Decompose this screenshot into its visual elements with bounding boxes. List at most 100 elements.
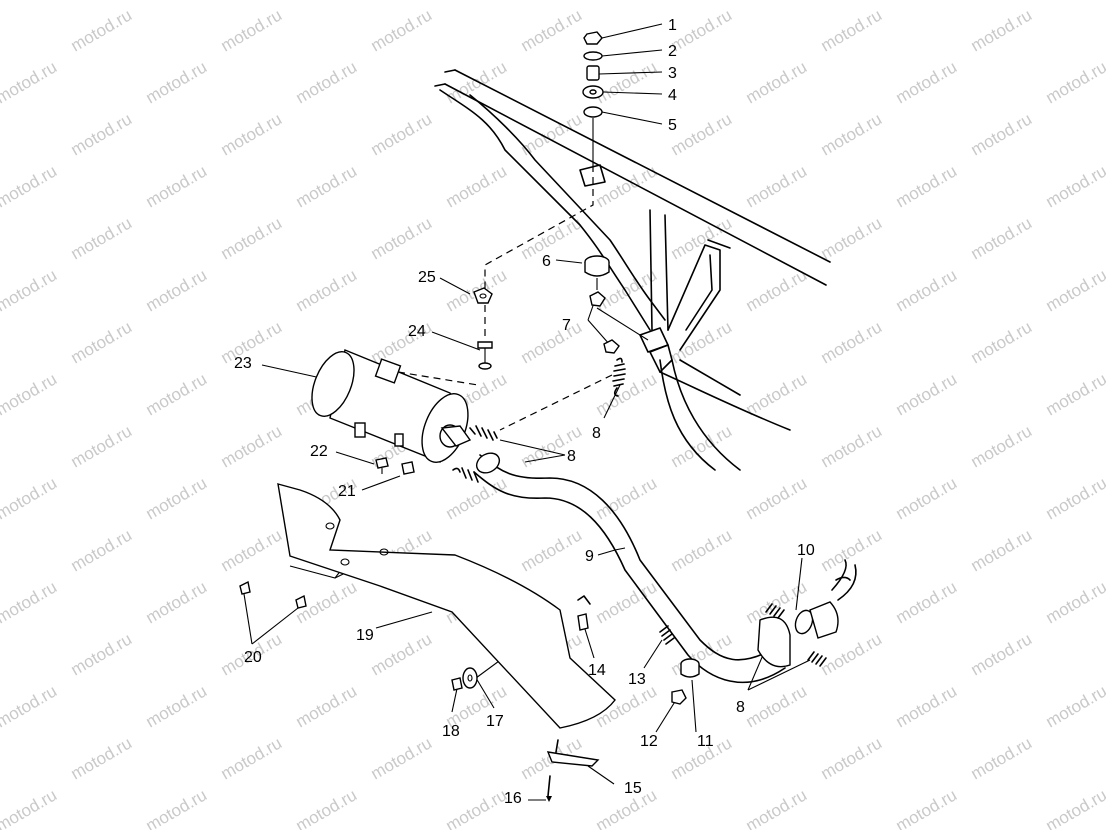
- watermark-text: motod.ru: [218, 109, 286, 159]
- callout-17: 17: [486, 713, 504, 730]
- watermark-text: motod.ru: [743, 57, 811, 107]
- watermark-text: motod.ru: [968, 5, 1036, 55]
- nut-12: [671, 689, 687, 705]
- callout-5: 5: [668, 117, 677, 134]
- watermark-text: motod.ru: [893, 0, 961, 3]
- watermark-text: motod.ru: [218, 421, 286, 471]
- nut-25: [473, 287, 493, 304]
- watermark-text: motod.ru: [968, 317, 1036, 367]
- spring-8-upper: [612, 357, 626, 397]
- callout-25: 25: [418, 269, 436, 286]
- watermark-text: motod.ru: [68, 629, 136, 679]
- watermark-text: motod.ru: [518, 5, 586, 55]
- callout-3: 3: [668, 65, 677, 82]
- watermark-text: motod.ru: [668, 109, 736, 159]
- watermark-text: motod.ru: [743, 265, 811, 315]
- callout-6: 6: [542, 253, 551, 270]
- callout-labels: 1 2 3 4 5 6 7 8 8 8 9 10 11 12 13 14 15 …: [234, 17, 815, 807]
- callout-1: 1: [668, 17, 677, 34]
- watermark-text: motod.ru: [818, 421, 886, 471]
- watermark-text: motod.ru: [0, 785, 60, 830]
- watermark-text: motod.ru: [68, 525, 136, 575]
- watermark-text: motod.ru: [293, 681, 361, 731]
- mount-hardware-stack: [582, 31, 604, 165]
- callout-15: 15: [624, 780, 642, 797]
- watermark-text: motod.ru: [0, 681, 60, 731]
- callout-22: 22: [310, 443, 328, 460]
- heat-shield-19: [277, 483, 616, 729]
- watermark-text: motod.ru: [293, 57, 361, 107]
- watermark-text: motod.ru: [143, 577, 211, 627]
- callout-13: 13: [628, 671, 646, 688]
- watermark-text: motod.ru: [668, 629, 736, 679]
- watermark-text: motod.ru: [143, 785, 211, 830]
- clip-14: [577, 595, 591, 631]
- callout-8-lower: 8: [736, 699, 745, 716]
- watermark-text: motod.ru: [893, 785, 961, 830]
- watermark-text: motod.ru: [218, 5, 286, 55]
- nut-7: [589, 291, 620, 354]
- callout-4: 4: [668, 87, 677, 104]
- callout-2: 2: [668, 43, 677, 60]
- washer-17: [462, 667, 478, 689]
- watermark-text: motod.ru: [818, 5, 886, 55]
- watermark-text: motod.ru: [143, 473, 211, 523]
- watermark-text: motod.ru: [143, 57, 211, 107]
- watermark-text: motod.ru: [668, 5, 736, 55]
- watermark-text: motod.ru: [1043, 785, 1106, 830]
- watermark-text: motod.ru: [743, 0, 811, 3]
- callout-8-muffler: 8: [567, 448, 576, 465]
- watermark-text: motod.ru: [893, 265, 961, 315]
- watermark-text: motod.ru: [743, 161, 811, 211]
- watermark-text: motod.ru: [968, 109, 1036, 159]
- watermark-text: motod.ru: [368, 629, 436, 679]
- watermark-text: motod.ru: [518, 317, 586, 367]
- watermark-text: motod.ru: [893, 577, 961, 627]
- watermark-text: motod.ru: [668, 213, 736, 263]
- watermark-text: motod.ru: [818, 733, 886, 783]
- watermark-text: motod.ru: [0, 473, 60, 523]
- watermark-text: motod.ru: [743, 681, 811, 731]
- watermark-text: motod.ru: [593, 369, 661, 419]
- bolt-24: [477, 341, 493, 370]
- watermark-text: motod.ru: [443, 0, 511, 3]
- watermark-text: motod.ru: [893, 57, 961, 107]
- callout-12: 12: [640, 733, 658, 750]
- watermark-text: motod.ru: [68, 317, 136, 367]
- watermark-text: motod.ru: [143, 265, 211, 315]
- watermark-text: motod.ru: [68, 109, 136, 159]
- callout-8-upper: 8: [592, 425, 601, 442]
- watermark-text: motod.ru: [143, 369, 211, 419]
- callout-19: 19: [356, 627, 374, 644]
- watermark-text: motod.ru: [1043, 369, 1106, 419]
- watermark-text: motod.ru: [1043, 57, 1106, 107]
- spring-13: [659, 625, 675, 645]
- screw-20: [239, 580, 307, 609]
- watermark-text: motod.ru: [743, 473, 811, 523]
- spring-8-muffler: [452, 425, 498, 483]
- watermark-text: motod.ru: [818, 629, 886, 679]
- watermark-text: motod.ru: [0, 577, 60, 627]
- watermark-text: motod.ru: [0, 161, 60, 211]
- rubber-mount-6: [584, 255, 610, 290]
- callout-21: 21: [338, 483, 356, 500]
- watermark-text: motod.ru: [293, 0, 361, 3]
- watermark-text: motod.ru: [0, 369, 60, 419]
- watermark-text: motod.ru: [968, 525, 1036, 575]
- watermark-text: motod.ru: [218, 213, 286, 263]
- exhaust-pipe-9: [473, 452, 791, 684]
- muffler-23: [311, 349, 472, 463]
- watermark-text: motod.ru: [668, 317, 736, 367]
- watermark-text: motod.ru: [368, 213, 436, 263]
- watermark-text: motod.ru: [968, 629, 1036, 679]
- watermark-text: motod.ru: [1043, 473, 1106, 523]
- leader-lines: [243, 23, 811, 801]
- watermark-text: motod.ru: [143, 161, 211, 211]
- bracket-15: [546, 739, 600, 767]
- watermark-text: motod.ru: [893, 161, 961, 211]
- spring-8-lower: [765, 603, 827, 667]
- callout-7: 7: [562, 317, 571, 334]
- rubber-mount-11: [680, 658, 700, 678]
- watermark-text: motod.ru: [968, 421, 1036, 471]
